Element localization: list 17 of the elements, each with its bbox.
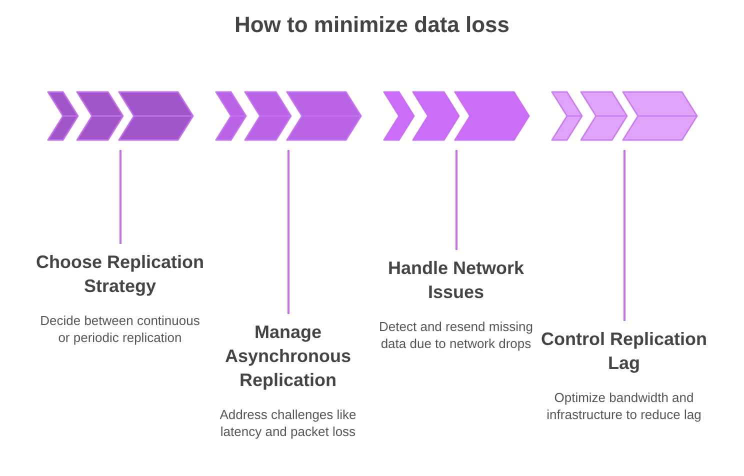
chevron-arrows bbox=[551, 91, 698, 141]
leader-line bbox=[120, 150, 122, 244]
step-heading: Choose Replication Strategy bbox=[35, 251, 205, 298]
chevron-arrows bbox=[383, 91, 530, 141]
chevron-arrows bbox=[47, 91, 194, 141]
step-heading: Handle Network Issues bbox=[386, 257, 526, 304]
leader-line bbox=[288, 150, 290, 314]
step-heading: Control Replication Lag bbox=[540, 328, 708, 375]
step-description: Decide between continuous or periodic replication bbox=[39, 312, 201, 346]
leader-line bbox=[624, 150, 626, 321]
step-description: Detect and resend missing data due to network drops bbox=[378, 318, 534, 352]
title: How to minimize data loss bbox=[233, 12, 511, 38]
leader-line bbox=[456, 150, 458, 250]
chevron-arrows bbox=[215, 91, 362, 141]
step-heading: Manage Asynchronous Replication bbox=[224, 321, 352, 392]
step-description: Optimize bandwidth and infrastructure to reduce lag bbox=[546, 389, 702, 423]
step-description: Address challenges like latency and packet loss bbox=[218, 406, 358, 440]
